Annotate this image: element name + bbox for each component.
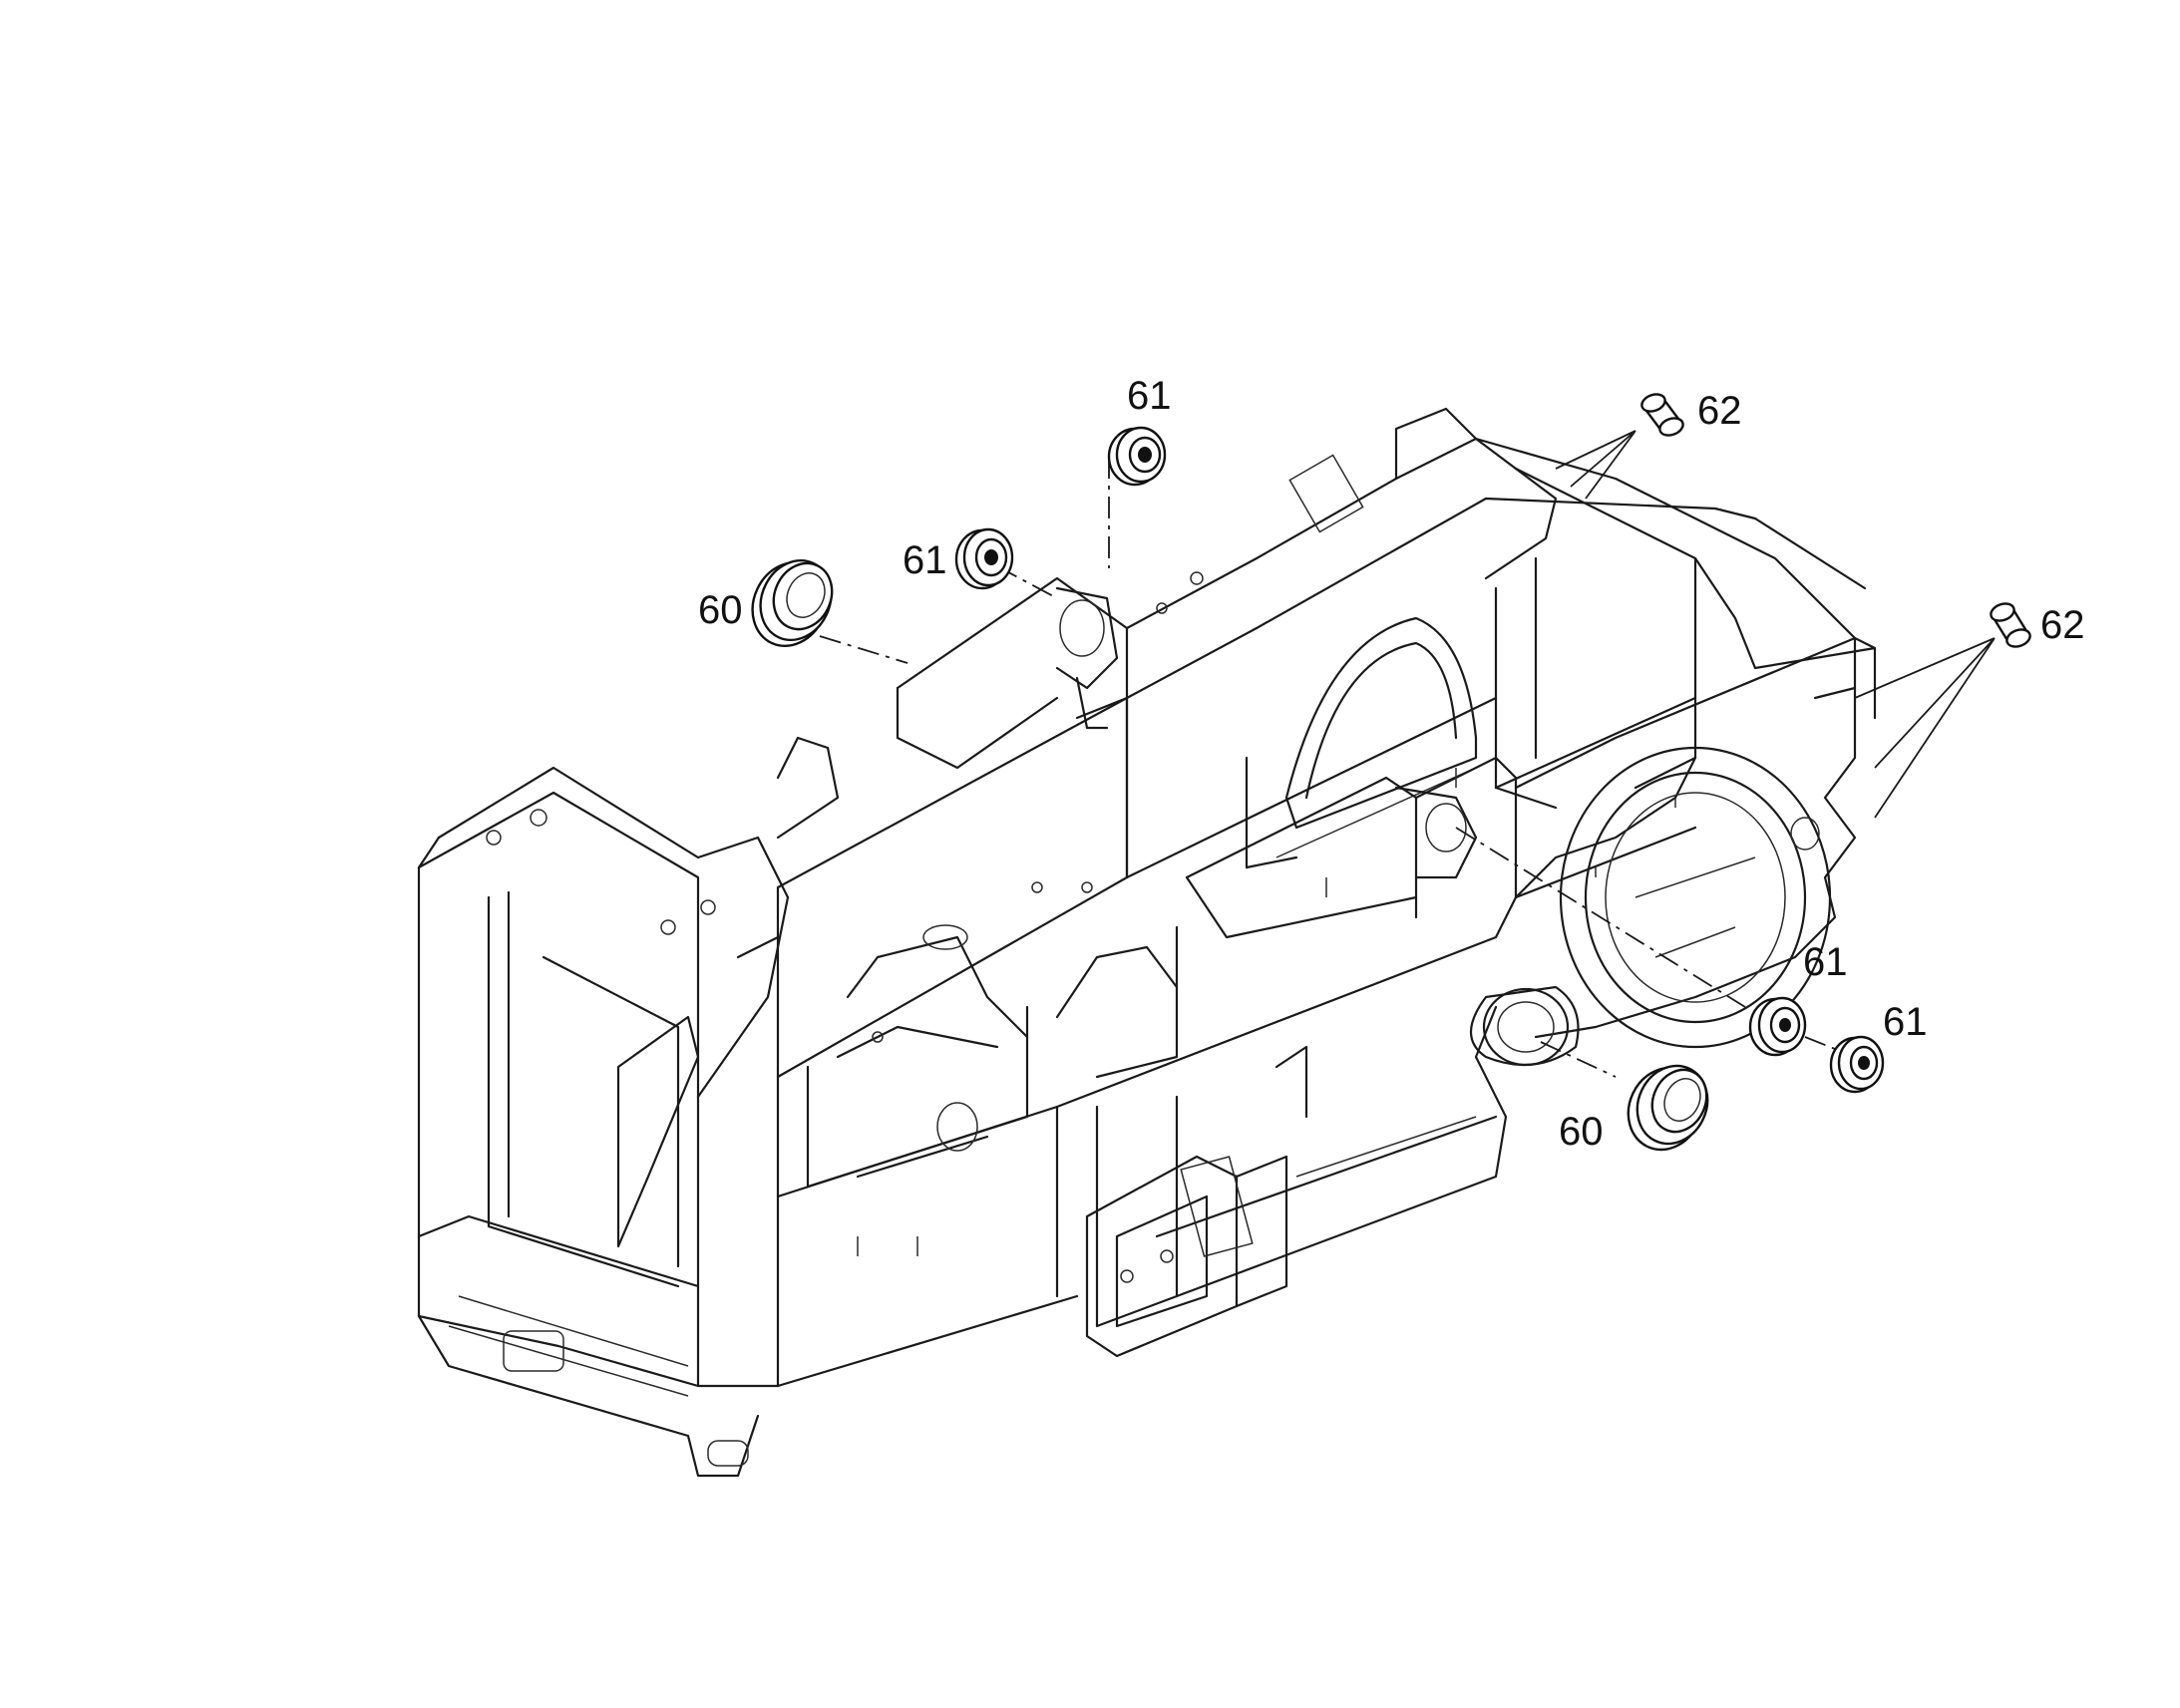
callout-62-top: 62: [1697, 389, 1742, 433]
bearing-61-top-left: [954, 527, 1014, 590]
callout-labels: 61 61 60 62 62 61 61 60: [698, 374, 2085, 1154]
loader-rear-frame: [417, 407, 1877, 1478]
callout-60-bottom: 60: [1559, 1110, 1604, 1154]
callout-60-top: 60: [698, 588, 743, 632]
bushing-60-top: [751, 558, 834, 648]
leader-lines: [1555, 430, 1996, 819]
bushing-60-bottom: [1627, 1064, 1709, 1152]
callout-61-right-a: 61: [1803, 940, 1848, 984]
callout-61-top-left: 61: [903, 538, 947, 582]
callout-62-right: 62: [2040, 603, 2085, 647]
bearing-61-right-b: [1829, 1035, 1885, 1094]
plug-62-right: [1990, 602, 2031, 648]
bearing-61-top: [1107, 426, 1167, 487]
plug-62-top: [1640, 393, 1684, 437]
callout-61-top: 61: [1127, 374, 1172, 418]
callout-61-right-b: 61: [1883, 1000, 1928, 1044]
bearing-61-right-a: [1748, 996, 1807, 1057]
